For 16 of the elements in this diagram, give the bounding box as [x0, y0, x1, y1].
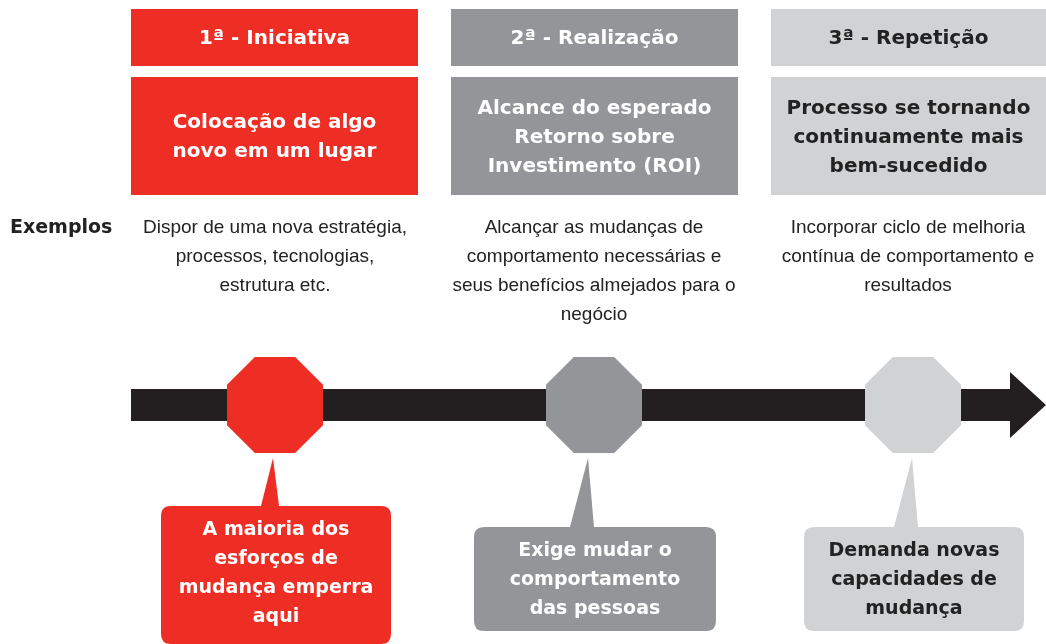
octagon-marker — [227, 357, 323, 453]
stage-description-box: Processo se tornando continuamente mais bem-sucedido — [771, 77, 1046, 195]
row-label: Exemplos — [10, 214, 114, 239]
callout-bubble: A maioria dos esforços de mudança emperra aqui — [161, 458, 391, 644]
stage-description-box: Colocação de algo novo em um lugar — [131, 77, 418, 195]
callout-bubble: Exige mudar o comportamento das pessoas — [474, 458, 716, 631]
example-text: Incorporar ciclo de melhoria contínua de comportamento e resultados — [780, 215, 1036, 297]
example-text: Alcançar as mudanças de comportamento necessárias e seus benefícios almejados para o negócio — [451, 215, 737, 326]
stage-header: 3ª - Repetição — [771, 9, 1046, 66]
stage-header: 1ª - Iniciativa — [131, 9, 418, 66]
octagon-marker — [546, 357, 642, 453]
stage-description-box: Alcance do esperado Retorno sobre Investimento (ROI) — [451, 77, 738, 195]
example-text: Dispor de uma nova estratégia, processos, tecnologias, estrutura etc. — [141, 215, 408, 297]
callout-bubble: Demanda novas capacidades de mudança — [804, 458, 1024, 631]
octagon-marker — [865, 357, 961, 453]
stage-header: 2ª - Realização — [451, 9, 738, 66]
